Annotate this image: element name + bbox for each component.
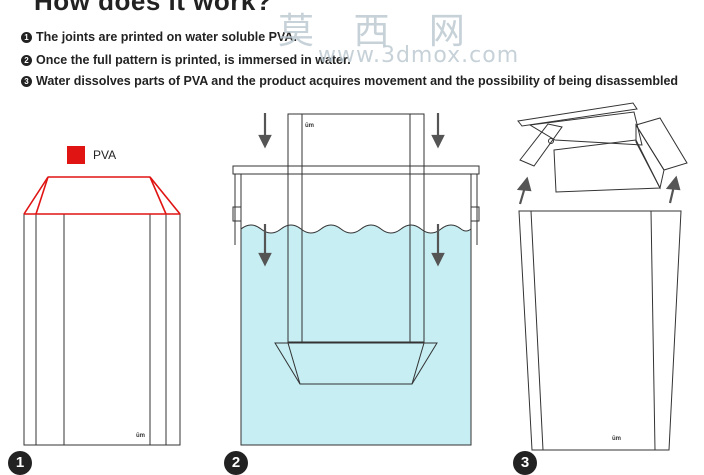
panel-2-water [240, 224, 472, 446]
panel-3-lid-pieces [517, 102, 688, 193]
step-1-text: 1 The joints are printed on water solubl… [21, 30, 297, 44]
panel-2-number: 2 [224, 451, 248, 475]
panel-2-box [274, 113, 438, 385]
step-3-text: 3 Water dissolves parts of PVA and the p… [21, 74, 678, 88]
page-title: How does it work? [34, 0, 273, 16]
pva-legend-label: PVA [93, 148, 117, 162]
pva-swatch [67, 146, 85, 164]
panel-1-brand-logo: ŭm [136, 433, 145, 439]
step-2-label: Once the full pattern is printed, is imm… [36, 53, 351, 67]
panel-3-number: 3 [513, 451, 537, 475]
panel-3-brand-logo: ŭm [612, 436, 621, 442]
panel-1-box [23, 176, 181, 446]
step-2-text: 2 Once the full pattern is printed, is i… [21, 53, 351, 67]
panel-2-bucket [232, 165, 480, 446]
step-1-label: The joints are printed on water soluble … [36, 30, 297, 44]
step-3-bullet: 3 [21, 75, 32, 87]
panel-2-brand-logo: ŭm [305, 123, 314, 129]
watermark-logo: 莫 西 网 [278, 11, 479, 52]
pva-legend: PVA [67, 146, 116, 164]
panel-1-pva-joints [23, 176, 181, 215]
watermark-url: www.3dmox.com [318, 43, 520, 68]
panel-3-box [518, 210, 682, 451]
step-2-bullet: 2 [21, 54, 32, 66]
panel-1-number: 1 [8, 451, 32, 475]
panel-2-down-arrows [258, 113, 445, 267]
step-3-label: Water dissolves parts of PVA and the pro… [36, 74, 679, 88]
panel-3-up-arrows [516, 175, 681, 205]
step-1-bullet: 1 [21, 31, 32, 43]
